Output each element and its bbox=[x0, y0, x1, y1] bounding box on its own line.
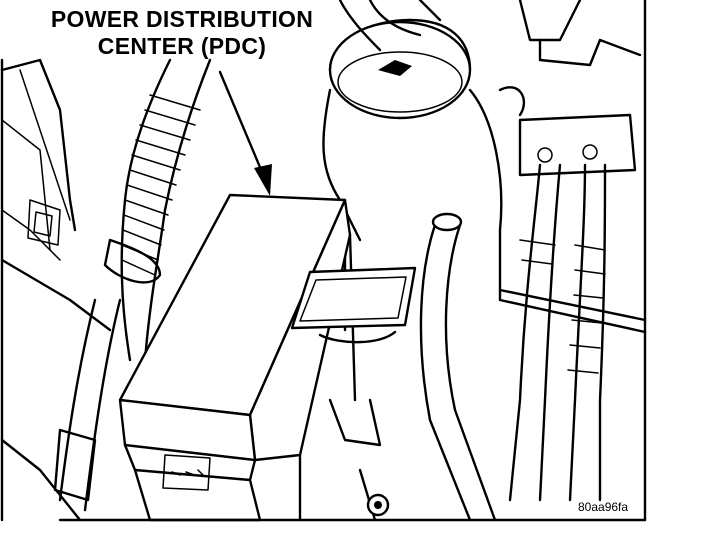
left-cable bbox=[53, 298, 122, 512]
fill-cap bbox=[290, 266, 417, 344]
lower-bracket bbox=[328, 398, 390, 522]
corrugated-hose bbox=[103, 58, 212, 362]
top-hoses bbox=[338, 0, 642, 117]
coolant-reservoir bbox=[322, 18, 503, 332]
callout-line-1: POWER DISTRIBUTION bbox=[50, 6, 314, 32]
hose-bracket bbox=[498, 113, 647, 502]
center-hose bbox=[419, 212, 497, 522]
callout-leader-arrow bbox=[218, 70, 272, 196]
left-fender bbox=[0, 58, 112, 522]
figure-id: 80aa96fa bbox=[578, 500, 629, 514]
frame-edges bbox=[0, 0, 647, 522]
pdc-callout-label: POWER DISTRIBUTION CENTER (PDC) bbox=[22, 6, 342, 60]
callout-line-2: CENTER (PDC) bbox=[97, 33, 267, 59]
pdc-box bbox=[118, 193, 357, 522]
